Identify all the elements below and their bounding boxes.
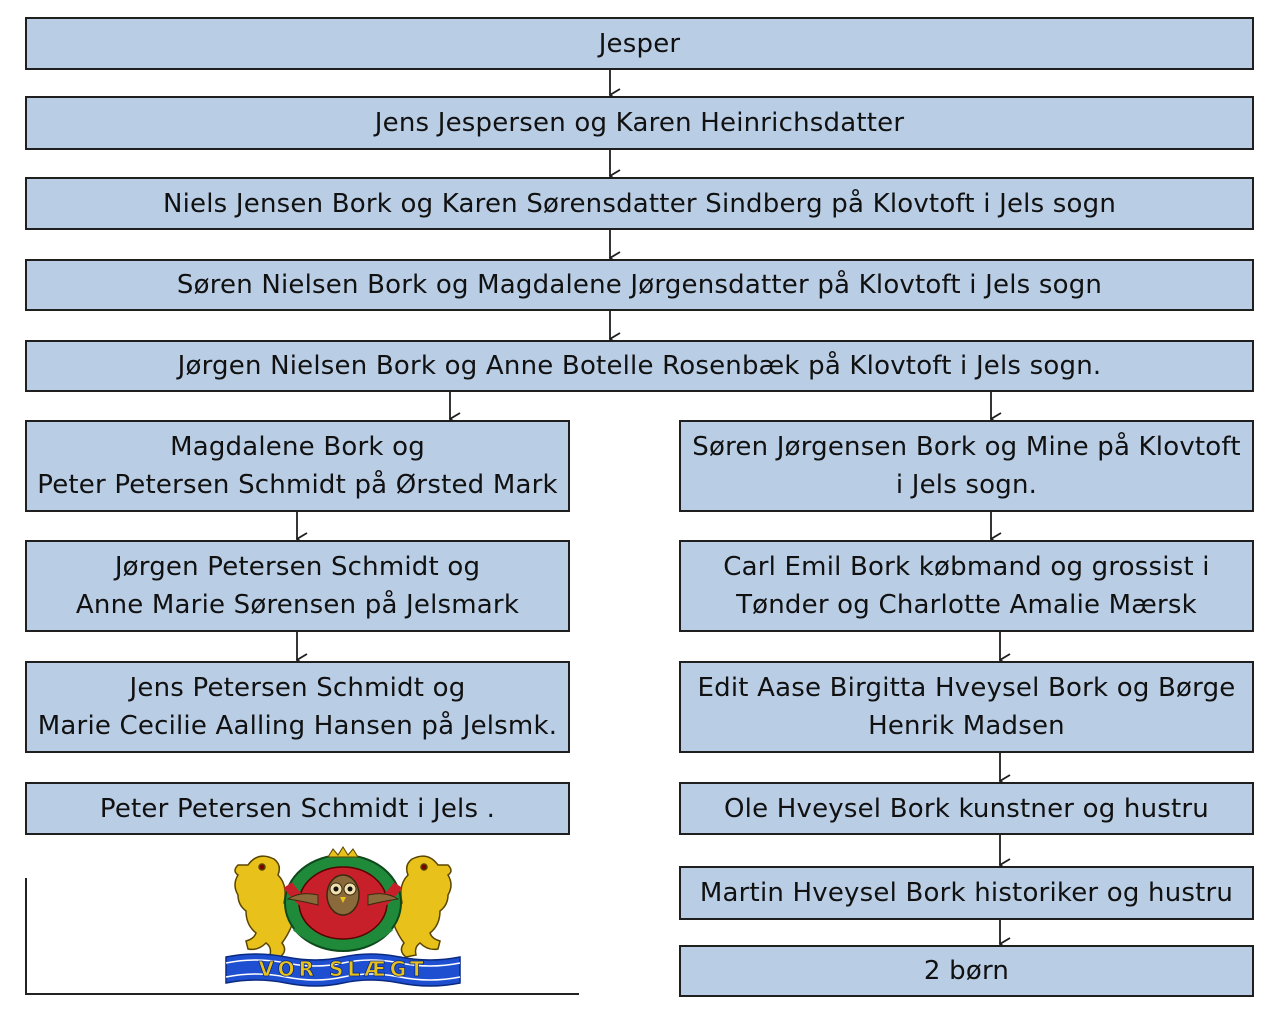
box-soren-nielsen-bork: Søren Nielsen Bork og Magdalene Jørgensd…	[25, 259, 1254, 311]
box-carl-emil-bork-label: Carl Emil Bork købmand og grossist i Tøn…	[723, 552, 1210, 620]
box-ole-hveysel-bork: Ole Hveysel Bork kunstner og hustru	[679, 782, 1254, 835]
box-martin-hveysel-bork: Martin Hveysel Bork historiker og hustru	[679, 866, 1254, 920]
box-peter-petersen-schmidt: Peter Petersen Schmidt i Jels .	[25, 782, 570, 835]
box-edit-aase-birgitta-label: Edit Aase Birgitta Hveysel Bork og Børge…	[697, 673, 1236, 741]
box-niels-jensen-bork: Niels Jensen Bork og Karen Sørensdatter …	[25, 177, 1254, 230]
box-soren-jorgensen-bork-label: Søren Jørgensen Bork og Mine på Klovtoft…	[692, 432, 1241, 500]
box-2-born-label: 2 børn	[923, 956, 1010, 986]
left-lion-icon	[234, 855, 294, 958]
right-lion-icon	[392, 855, 452, 958]
crown-icon	[327, 846, 359, 858]
banner-text: VOR SLÆGT	[258, 957, 427, 981]
box-peter-petersen-schmidt-label: Peter Petersen Schmidt i Jels .	[99, 793, 496, 824]
box-magdalene-bork-label: Magdalene Bork og Peter Petersen Schmidt…	[37, 432, 558, 500]
box-magdalene-bork: Magdalene Bork og Peter Petersen Schmidt…	[25, 420, 570, 512]
box-jorgen-nielsen-bork: Jørgen Nielsen Bork og Anne Botelle Rose…	[25, 340, 1254, 392]
box-ole-hveysel-bork-label: Ole Hveysel Bork kunstner og hustru	[724, 793, 1209, 824]
coat-of-arms-logo: VOR SLÆGT	[225, 846, 461, 987]
box-soren-jorgensen-bork: Søren Jørgensen Bork og Mine på Klovtoft…	[679, 420, 1254, 512]
banner-icon: VOR SLÆGT	[225, 953, 461, 987]
box-jens-jespersen: Jens Jespersen og Karen Heinrichsdatter	[25, 96, 1254, 150]
box-niels-jensen-bork-label: Niels Jensen Bork og Karen Sørensdatter …	[162, 188, 1117, 219]
box-jesper-label: Jesper	[598, 28, 681, 59]
box-soren-nielsen-bork-label: Søren Nielsen Bork og Magdalene Jørgensd…	[176, 270, 1103, 300]
box-jens-jespersen-label: Jens Jespersen og Karen Heinrichsdatter	[374, 108, 905, 138]
box-jesper: Jesper	[25, 17, 1254, 70]
box-martin-hveysel-bork-label: Martin Hveysel Bork historiker og hustru	[699, 878, 1234, 908]
box-jorgen-nielsen-bork-label: Jørgen Nielsen Bork og Anne Botelle Rose…	[177, 351, 1102, 381]
box-edit-aase-birgitta: Edit Aase Birgitta Hveysel Bork og Børge…	[679, 661, 1254, 753]
logo-frame-left-line	[25, 878, 27, 995]
box-jorgen-petersen-schmidt: Jørgen Petersen Schmidt og Anne Marie Sø…	[25, 540, 570, 632]
box-carl-emil-bork: Carl Emil Bork købmand og grossist i Tøn…	[679, 540, 1254, 632]
box-2-born: 2 børn	[679, 945, 1254, 997]
logo-frame-bottom-line	[25, 993, 579, 995]
owl-icon	[286, 874, 400, 916]
box-jens-petersen-schmidt-label: Jens Petersen Schmidt og Marie Cecilie A…	[37, 673, 558, 741]
box-jens-petersen-schmidt: Jens Petersen Schmidt og Marie Cecilie A…	[25, 661, 570, 753]
box-jorgen-petersen-schmidt-label: Jørgen Petersen Schmidt og Anne Marie Sø…	[75, 552, 520, 620]
